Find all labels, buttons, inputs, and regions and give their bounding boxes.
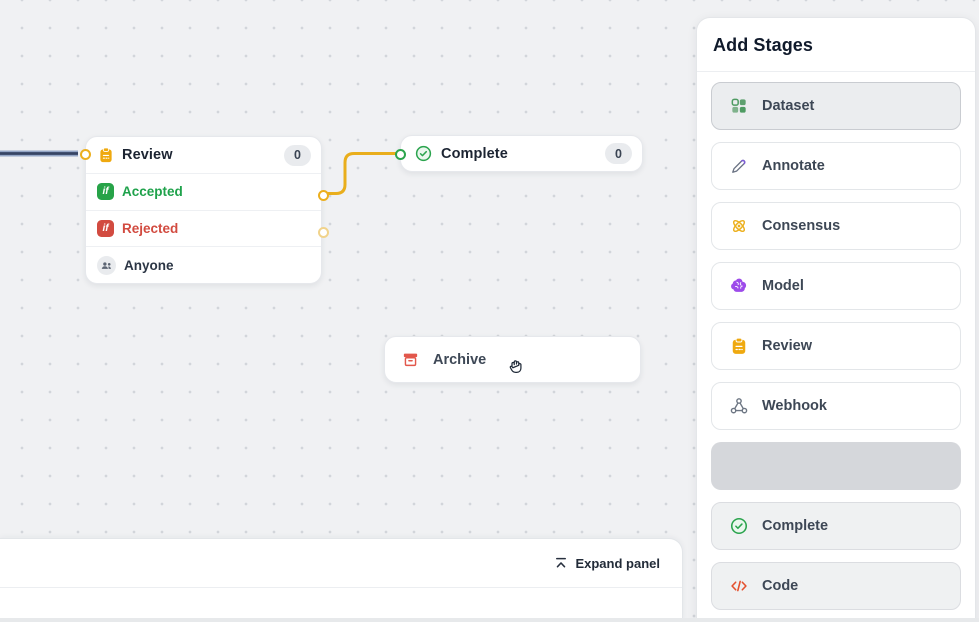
rejected-output-port[interactable]	[317, 226, 329, 238]
stage-card-complete[interactable]: Complete	[711, 502, 961, 550]
add-stages-panel: Add Stages Dataset	[696, 17, 976, 622]
stage-card-code[interactable]: Code	[711, 562, 961, 610]
assignee-row[interactable]: Anyone	[86, 246, 321, 283]
panel-header: Add Stages	[697, 18, 975, 71]
review-node-header[interactable]: Review 0	[86, 137, 321, 173]
accepted-output-port[interactable]	[317, 189, 329, 201]
panel-title: Add Stages	[713, 35, 814, 55]
webhook-icon	[729, 396, 749, 416]
stage-card-label: Model	[762, 278, 804, 294]
stage-card-list: Dataset Annotate	[697, 72, 975, 620]
archive-node[interactable]: Archive	[384, 336, 641, 383]
annotate-icon	[729, 156, 749, 176]
stage-card-review[interactable]: Review	[711, 322, 961, 370]
if-condition-badge: if	[97, 219, 114, 237]
stage-card-label: Dataset	[762, 98, 815, 114]
complete-check-icon	[414, 144, 433, 163]
stage-card-annotate[interactable]: Annotate	[711, 142, 961, 190]
panel-divider	[697, 71, 975, 72]
stage-card-label: Webhook	[762, 398, 827, 414]
stage-card-model[interactable]: Model	[711, 262, 961, 310]
expand-panel-button[interactable]: Expand panel	[554, 556, 660, 571]
review-node-title: Review	[122, 147, 173, 163]
review-input-port[interactable]	[79, 148, 91, 160]
complete-node-title: Complete	[441, 145, 508, 162]
rejected-branch-row[interactable]: if Rejected	[86, 209, 321, 247]
complete-count-badge: 0	[605, 143, 632, 164]
bottom-panel-toolbar: Expand panel	[0, 539, 682, 588]
drag-placeholder	[711, 442, 961, 490]
people-icon	[97, 255, 116, 275]
stage-card-webhook[interactable]: Webhook	[711, 382, 961, 430]
stage-card-label: Consensus	[762, 218, 841, 234]
rejected-branch-label: Rejected	[122, 220, 179, 236]
stage-card-label: Complete	[762, 518, 829, 534]
complete-input-port[interactable]	[395, 148, 406, 160]
review-clipboard-icon	[729, 336, 749, 356]
archive-node-title: Archive	[433, 351, 487, 368]
accepted-to-complete-edge[interactable]	[326, 152, 398, 195]
complete-check-icon	[729, 516, 749, 536]
bottom-panel: Expand panel	[0, 538, 683, 622]
review-count-badge: 0	[284, 144, 311, 166]
dataset-icon	[729, 96, 749, 116]
review-clipboard-icon	[97, 146, 115, 164]
stage-card-label: Code	[762, 578, 799, 594]
accepted-branch-label: Accepted	[122, 184, 183, 200]
grab-hand-cursor-icon	[506, 356, 526, 376]
stage-card-label: Annotate	[762, 158, 825, 174]
expand-panel-label: Expand panel	[575, 555, 660, 571]
code-icon	[729, 576, 749, 596]
assignee-label: Anyone	[124, 257, 174, 273]
stage-card-consensus[interactable]: Consensus	[711, 202, 961, 250]
bottom-edge-strip	[0, 618, 979, 622]
review-node[interactable]: Review 0 if Accepted if Rejected Anyone	[79, 136, 329, 284]
consensus-icon	[729, 216, 749, 236]
accepted-branch-row[interactable]: if Accepted	[86, 173, 321, 210]
stage-card-label: Review	[762, 338, 812, 354]
archive-box-icon	[401, 350, 420, 369]
model-icon	[729, 276, 749, 296]
complete-node[interactable]: Complete 0	[395, 135, 643, 172]
if-condition-badge: if	[97, 183, 114, 201]
stage-card-dataset[interactable]: Dataset	[711, 82, 961, 130]
expand-panel-icon	[554, 556, 568, 570]
